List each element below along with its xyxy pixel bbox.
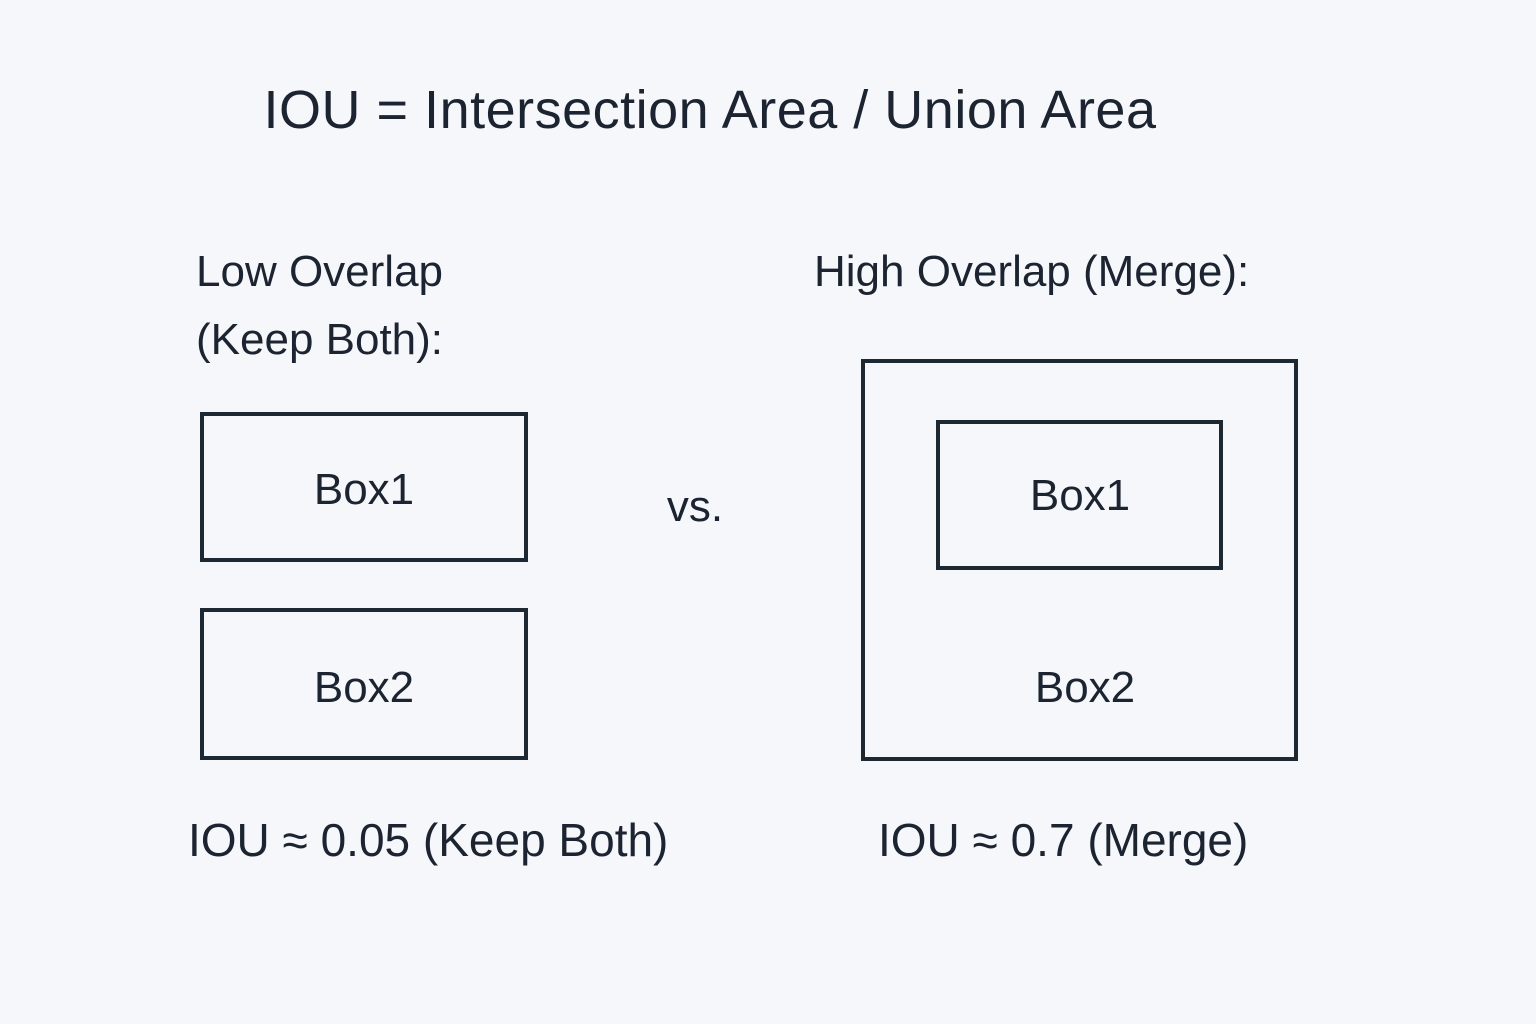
right-column-header: High Overlap (Merge): [814,238,1249,306]
right-box2-label: Box2 [1034,663,1136,712]
left-box1-rectangle [200,412,528,562]
page-title: IOU = Intersection Area / Union Area [263,80,1157,140]
left-column-header-line1: Low Overlap [196,247,444,296]
versus-label: vs. [666,482,724,531]
right-box2-rectangle [861,359,1298,761]
left-column-caption: IOU ≈ 0.05 (Keep Both) [188,814,669,866]
right-column-caption: IOU ≈ 0.7 (Merge) [878,814,1249,866]
right-box1-label: Box1 [1029,471,1131,520]
right-column-header-line1: High Overlap (Merge): [814,247,1250,296]
left-box1-label: Box1 [313,465,415,514]
left-column-header-line2: (Keep Both): [196,315,444,364]
left-box2-rectangle [200,608,528,760]
left-column-header: Low Overlap (Keep Both): [196,238,443,374]
right-box1-rectangle [936,420,1223,570]
left-box2-label: Box2 [313,663,415,712]
